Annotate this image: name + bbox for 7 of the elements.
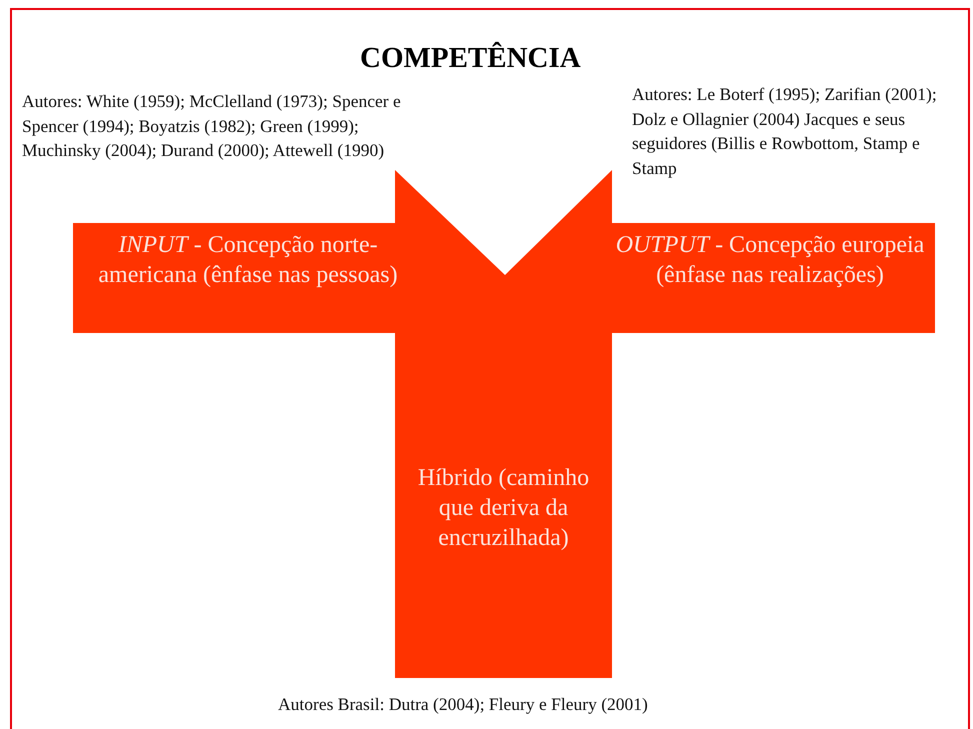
node-text: OUTPUT - Concepção europeia (ênfase nas realizações) — [614, 231, 926, 290]
node-text: Híbrido (caminho que deriva da encruzilhada) — [416, 464, 590, 553]
author-note: Autores: Le Boterf (1995); Zarifian (2001); Dolz e Ollagnier (2004) Jacques e seus seguidores (Billis e Rowbottom, Stamp e Stamp — [632, 83, 938, 180]
author-note: Autores Brasil: Dutra (2004); Fleury e Fleury (2001) — [278, 693, 649, 716]
title: COMPETÊNCIA — [360, 42, 581, 75]
author-note: Autores: White (1959); McClelland (1973); Spencer e Spencer (1994); Boyatzis (1982); Green (1999); Muchinsky (2004); Durand (2000); Attewell (1990) — [22, 90, 402, 162]
node-text: INPUT - Concepção norte-americana (ênfase nas pessoas) — [97, 231, 399, 290]
